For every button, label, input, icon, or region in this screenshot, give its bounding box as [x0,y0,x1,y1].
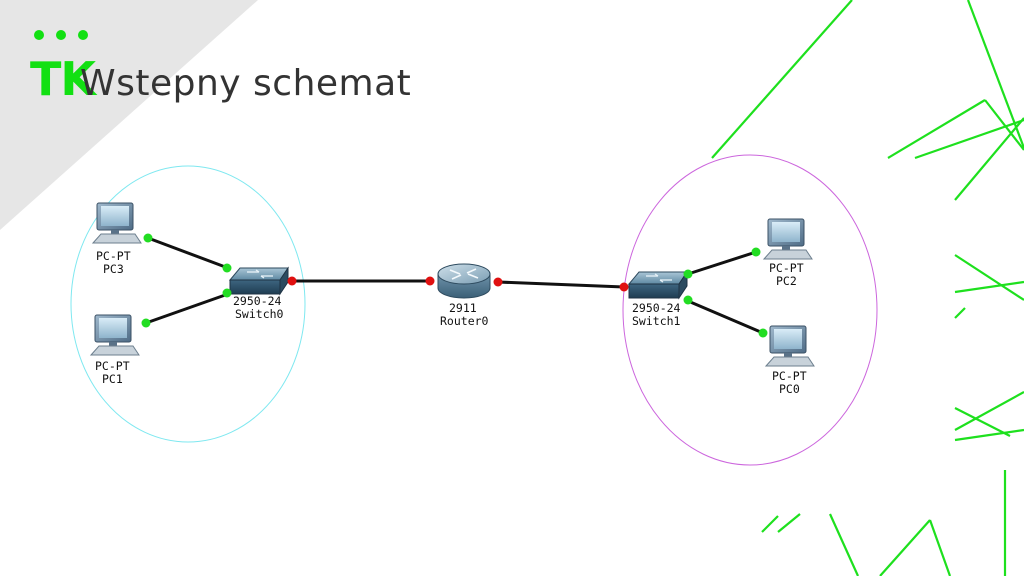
router0-model-label: 2911 [449,301,477,315]
switch-icon[interactable] [228,266,289,296]
logo-dot [56,30,66,40]
pc3-type-label: PC-PT [96,249,131,263]
cable-router0-switch1 [497,280,625,289]
port-down-dot [619,282,629,292]
cables [145,236,764,335]
cable-pc3-switch0 [147,236,229,270]
port-up-dot [222,263,232,273]
lan-right-outline [622,154,878,466]
pc-icon[interactable] [764,325,815,367]
cable-switch1-pc2 [687,250,757,276]
pc-icon[interactable] [89,314,140,356]
port-up-dot [222,288,232,298]
logo-text: TK [30,52,96,106]
switch0-model-label: 2950-24 [233,294,282,308]
pc-icon[interactable] [762,218,813,260]
switch0-name-label: Switch0 [235,307,284,321]
port-up-dot [143,233,153,243]
pc2-type-label: PC-PT [769,261,804,275]
port-up-dot [141,318,151,328]
cable-switch1-pc0 [687,299,764,335]
port-up-dot [683,269,693,279]
router-icon[interactable] [437,263,491,299]
port-up-dot [683,295,693,305]
port-up-dot [758,328,768,338]
port-down-dot [287,276,297,286]
logo-dots [34,30,90,44]
cable-pc1-switch0 [145,292,229,325]
pc1-name-label: PC1 [102,372,123,386]
port-indicators [141,233,768,338]
logo-dot [34,30,44,40]
pc0-name-label: PC0 [779,382,800,396]
slide-title: Wstepny schemat [80,63,412,104]
switch1-name-label: Switch1 [632,314,681,328]
pc0-type-label: PC-PT [772,369,807,383]
lan-left-outline [70,165,306,443]
port-down-dot [425,276,435,286]
router0-name-label: Router0 [440,314,489,328]
grey-corner-shape [0,0,258,230]
pc3-name-label: PC3 [103,262,124,276]
pc2-name-label: PC2 [776,274,797,288]
switch-icon[interactable] [627,270,688,300]
pc-icon[interactable] [91,202,142,244]
logo-dot [78,30,88,40]
green-line-pattern [711,0,1024,576]
port-down-dot [493,277,503,287]
pc1-type-label: PC-PT [95,359,130,373]
port-up-dot [751,247,761,257]
switch1-model-label: 2950-24 [632,301,681,315]
